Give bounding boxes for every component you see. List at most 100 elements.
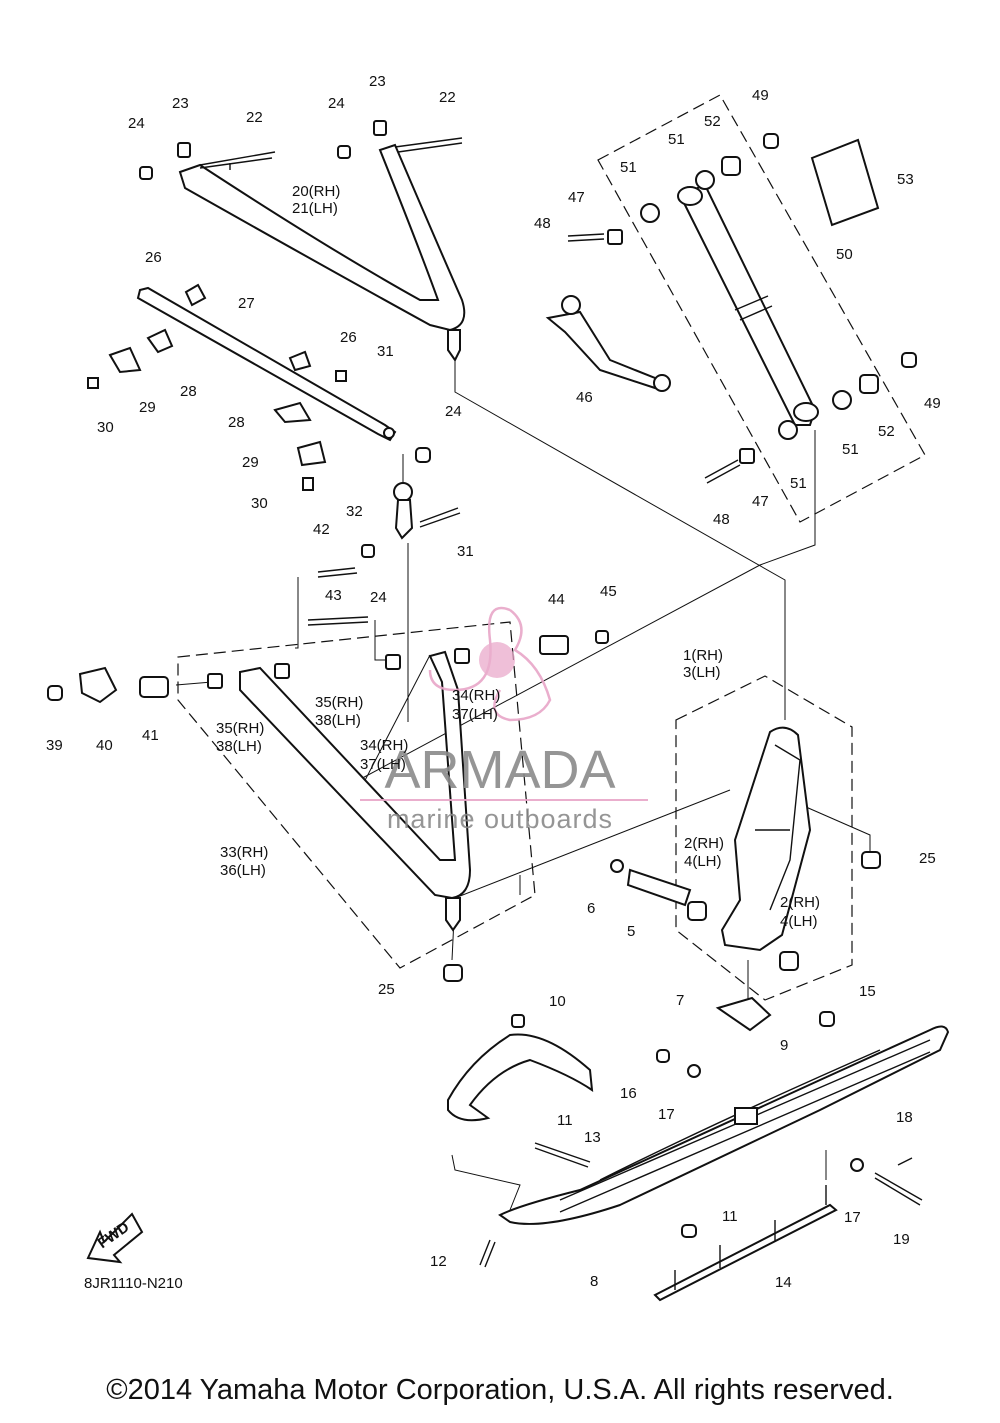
nut-11b [681, 1224, 697, 1238]
bushing-35b [207, 673, 223, 689]
washer-17a [687, 1064, 701, 1078]
bracket-40 [78, 666, 118, 704]
collar-47a [607, 229, 623, 245]
part-label-l22a: 22 [246, 109, 263, 126]
bolt-31a [335, 370, 347, 382]
nut-16 [656, 1049, 670, 1063]
watermark-tagline: marine outboards [387, 804, 613, 834]
part-label-l49b: 49 [924, 395, 941, 412]
runner-14 [653, 1203, 838, 1302]
shaft-5 [626, 868, 692, 907]
lower-a-arm [47, 630, 609, 982]
bolt-30a [87, 377, 99, 389]
nut-25a [443, 964, 463, 982]
bracket-26b [288, 350, 312, 372]
part-label-l13: 13 [584, 1129, 601, 1146]
nut-49b [901, 352, 917, 368]
nut-15 [819, 1011, 835, 1027]
copyright: ©2014 Yamaha Motor Corporation, U.S.A. A… [106, 1374, 894, 1406]
part-label-l23a: 23 [172, 95, 189, 112]
part-label-l31a: 31 [377, 343, 394, 360]
bushing-34b [385, 654, 401, 670]
nut-49a [763, 133, 779, 149]
bracket-26a [184, 283, 207, 307]
part-label-l48a: 48 [534, 215, 551, 232]
part-label-l10: 10 [549, 993, 566, 1010]
part-label-l51a: 51 [668, 131, 685, 148]
shock-absorber [545, 133, 917, 484]
part-label-l31b: 31 [457, 543, 474, 560]
part-label-l28b: 28 [228, 414, 245, 431]
part-label-l35a: 35(RH) [315, 694, 363, 711]
clamp-29a [108, 346, 142, 374]
part-label-l47b: 47 [752, 493, 769, 510]
part-label-l51d: 51 [790, 475, 807, 492]
part-label-l8: 8 [590, 1273, 598, 1290]
shock-group-box [597, 94, 926, 523]
upper-a-arm [139, 120, 466, 362]
ski-assembly [447, 996, 950, 1302]
part-label-l50: 50 [836, 246, 853, 263]
part-label-l22b: 22 [439, 89, 456, 106]
part-label-l9: 9 [780, 1037, 788, 1054]
part-label-l39: 39 [46, 737, 63, 754]
part-label-l34a: 34(RH) [452, 687, 500, 704]
part-label-l20: 20(RH) [292, 183, 340, 200]
group-boxes [177, 94, 926, 1001]
bushing-34a [454, 648, 470, 664]
watermark: ARMADA marine outboards [360, 606, 648, 834]
spindle [610, 726, 881, 971]
plate-9 [734, 1107, 758, 1125]
washer-51a [640, 203, 660, 223]
part-label-l24a: 24 [128, 115, 145, 132]
part-label-l24b: 24 [328, 95, 345, 112]
bushing-2a [687, 901, 707, 921]
nut-24a [139, 166, 153, 180]
part-label-l52b: 52 [878, 423, 895, 440]
part-label-l28a: 28 [180, 383, 197, 400]
collar-47b [739, 448, 755, 464]
part-label-l21: 21(LH) [292, 200, 338, 217]
part-label-l2b: 2(RH) [780, 894, 820, 911]
label-53 [810, 138, 880, 227]
part-label-l5: 5 [627, 923, 635, 940]
collar-41 [139, 676, 169, 698]
part-label-l26b: 26 [340, 329, 357, 346]
part-label-l2a: 2(RH) [684, 835, 724, 852]
part-label-l30b: 30 [251, 495, 268, 512]
nut-24d [361, 544, 375, 558]
part-label-l4b: 4(LH) [780, 913, 818, 930]
part-label-l1: 1(RH) [683, 647, 723, 664]
part-label-l33: 33(RH) [220, 844, 268, 861]
part-label-l36: 36(LH) [220, 862, 266, 879]
connector-lines [175, 360, 871, 1211]
watermark-logo-icon [428, 606, 552, 722]
part-label-l46: 46 [576, 389, 593, 406]
bushing-28a [146, 328, 174, 354]
bushing-23b [373, 120, 387, 136]
part-label-l7: 7 [676, 992, 684, 1009]
collar-52a [721, 156, 741, 176]
part-label-l26a: 26 [145, 249, 162, 266]
nut-11a [511, 1014, 525, 1028]
part-label-l25b: 25 [919, 850, 936, 867]
part-label-l19: 19 [893, 1231, 910, 1248]
part-label-l49a: 49 [752, 87, 769, 104]
part-label-l32: 32 [346, 503, 363, 520]
part-label-l11b: 11 [722, 1208, 738, 1225]
part-label-l30a: 30 [97, 419, 114, 436]
part-label-l51c: 51 [842, 441, 859, 458]
part-label-l44: 44 [548, 591, 565, 608]
ball-joint-upper [447, 329, 461, 362]
part-label-l11a: 11 [557, 1112, 573, 1129]
fwd-arrow-icon: FWD [86, 1212, 144, 1264]
part-label-l52a: 52 [704, 113, 721, 130]
handle-10 [447, 1033, 594, 1122]
bushing-23a [177, 142, 191, 158]
bolt-30b [302, 477, 314, 491]
adjuster-46 [545, 310, 662, 390]
part-label-l29b: 29 [242, 454, 259, 471]
part-label-l53: 53 [897, 171, 914, 188]
washer-51b [695, 170, 715, 190]
